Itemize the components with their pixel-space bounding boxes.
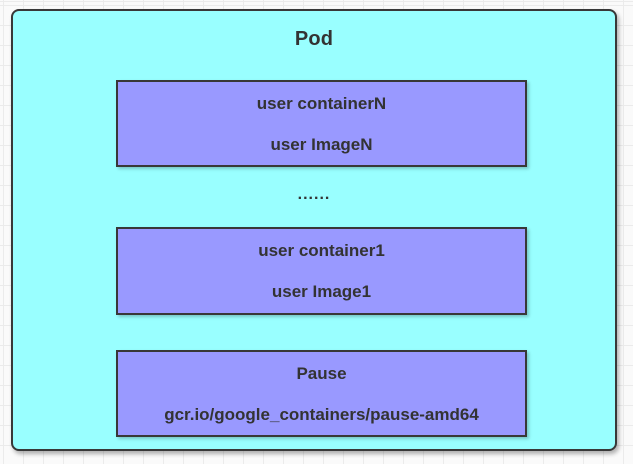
container-n-shape: user containerN user ImageN — [116, 80, 527, 167]
pod-title: Pod — [294, 28, 334, 50]
pause-container-shape: Pause gcr.io/google_containers/pause-amd… — [116, 350, 527, 437]
pause-container-name: Pause — [296, 363, 347, 383]
pod-shape: Pod user containerN user ImageN ...... u… — [11, 9, 617, 451]
containers-ellipsis: ...... — [297, 186, 331, 203]
container-n-name: user containerN — [256, 93, 387, 113]
container-1-shape: user container1 user Image1 — [116, 227, 527, 315]
container-1-name: user container1 — [258, 241, 385, 260]
container-1-image: user Image1 — [271, 282, 372, 301]
pause-container-image: gcr.io/google_containers/pause-amd64 — [164, 404, 479, 424]
container-n-image: user ImageN — [270, 134, 373, 154]
